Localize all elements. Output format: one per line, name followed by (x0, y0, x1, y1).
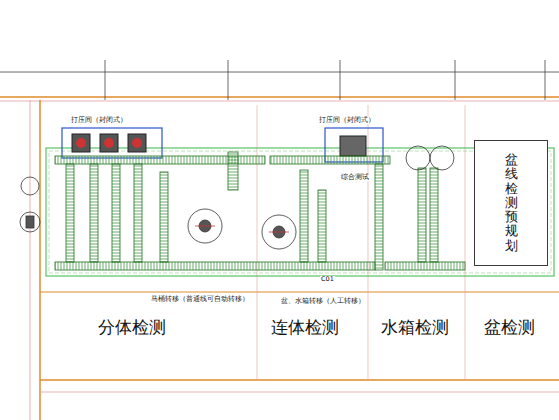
conveyor (55, 152, 465, 270)
note-label: C01 (320, 276, 335, 283)
building-grid (0, 60, 559, 420)
zone-label: 连体检测 (270, 318, 340, 337)
zone-label: 分体检测 (97, 318, 167, 337)
zone-label: 盆检测 (483, 318, 536, 337)
vertical-title: 盆线检测预规划 (505, 153, 518, 253)
turntable (20, 146, 454, 249)
planning-box: 盆线检测预规划 (474, 140, 548, 266)
note-label: 盆、水箱转移（人工转移） (280, 298, 366, 305)
note-label: 综合测试 (340, 174, 370, 181)
note-label: 马桶转移（普通线可自动转移） (150, 296, 250, 303)
zone-label: 水箱检测 (380, 318, 450, 337)
note-label: 打压间（封闭式） (318, 117, 376, 124)
note-label: 打压间（封闭式） (70, 117, 128, 124)
